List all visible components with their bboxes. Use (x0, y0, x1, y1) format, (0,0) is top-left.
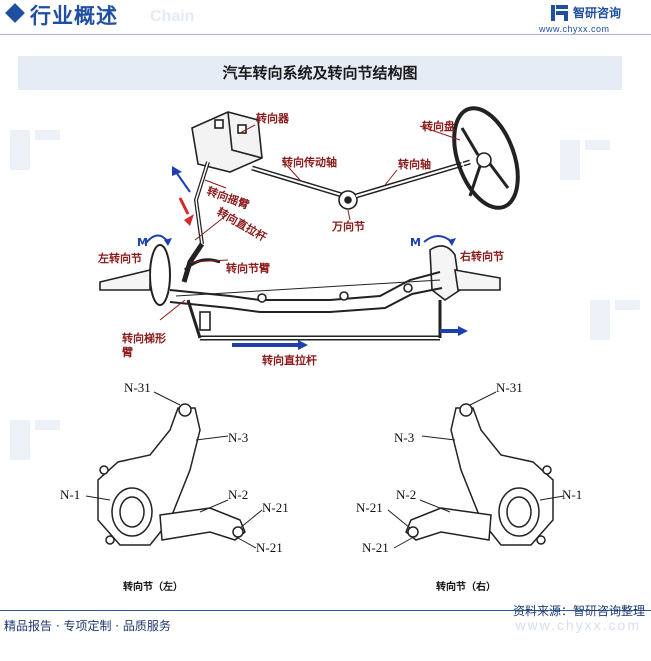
motion-arrows (144, 166, 468, 350)
page-footer: 资料来源：智研咨询整理 精品报告 · 专项定制 · 品质服务 www.chyxx… (0, 604, 651, 661)
brand-logo-icon (551, 5, 568, 21)
knuckle-left-n2: N-2 (228, 487, 248, 502)
label-m-left: M (137, 236, 148, 249)
footer-slogan: 精品报告 · 专项定制 · 品质服务 (4, 619, 171, 633)
knuckle-left-caption: 转向节（左） (123, 580, 183, 593)
knuckle-right-n2: N-2 (396, 487, 416, 502)
label-u-joint: 万向节 (331, 219, 365, 233)
page-header: 行业概述 Chain (0, 0, 651, 35)
steering-linkage-drawing (99, 106, 520, 341)
label-right-knuckle: 右转向节 (459, 249, 504, 263)
footer-divider (0, 610, 651, 611)
diagram-title-banner: 汽车转向系统及转向节结构图 (18, 56, 622, 90)
brand-url: www.chyxx.com (539, 24, 610, 34)
knuckle-left-n1: N-1 (60, 487, 80, 502)
knuckle-left-n3: N-3 (228, 430, 248, 445)
knuckle-right-drawing (405, 403, 554, 546)
diagram-title: 汽车转向系统及转向节结构图 (222, 64, 418, 82)
label-m-right: M (410, 236, 421, 249)
knuckle-right-n31: N-31 (496, 380, 523, 395)
footer-watermark: www.chyxx.com (515, 617, 641, 633)
section-title: 行业概述 (30, 4, 118, 28)
knuckle-left-leaders (85, 391, 263, 549)
label-pitman-arm: 转向摇臂 (205, 184, 251, 212)
label-steering-gear: 转向器 (256, 111, 290, 125)
header-divider (0, 34, 651, 35)
knuckle-right-n1: N-1 (562, 487, 582, 502)
knuckle-right-n21a: N-21 (356, 500, 383, 515)
label-trapezoid-arm-line1: 转向梯形 (122, 331, 166, 345)
label-knuckle-arm: 转向节臂 (226, 261, 270, 275)
label-trapezoid-arm-line2: 臂 (122, 345, 133, 359)
watermark-logos (10, 130, 640, 460)
source-note: 资料来源：智研咨询整理 (512, 604, 645, 618)
label-tie-rod: 转向直拉杆 (262, 353, 317, 367)
knuckle-right-n21b: N-21 (362, 540, 389, 555)
label-left-knuckle: 左转向节 (97, 251, 142, 265)
leader-lines (159, 124, 461, 321)
knuckle-left-n31: N-31 (124, 380, 151, 395)
knuckle-right-n3: N-3 (394, 430, 414, 445)
knuckle-left-n21b: N-21 (256, 540, 283, 555)
label-steering-shaft: 转向轴 (398, 157, 431, 171)
steering-system-diagram: 转向器 转向传动轴 转向盘 转向轴 转向摇臂 转向直拉杆 万向节 M M 左转向… (10, 106, 640, 593)
knuckle-left-n21a: N-21 (262, 500, 289, 515)
diamond-icon (5, 3, 25, 23)
knuckle-right-leaders (387, 391, 565, 549)
brand-block: 智研咨询 www.chyxx.com (539, 4, 641, 34)
brand-name: 智研咨询 (573, 6, 622, 20)
label-drag-link: 转向直拉杆 (215, 204, 270, 244)
label-steering-wheel: 转向盘 (422, 119, 455, 133)
section-ghost-text: Chain (150, 8, 195, 25)
label-drive-shaft: 转向传动轴 (282, 155, 337, 169)
knuckle-left-drawing (97, 403, 246, 546)
knuckle-right-caption: 转向节（右） (436, 580, 496, 593)
